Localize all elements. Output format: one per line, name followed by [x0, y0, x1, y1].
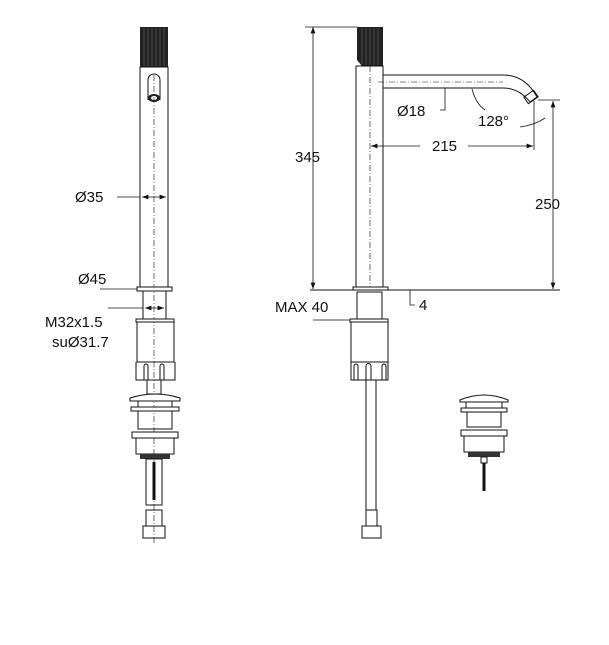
spout [383, 74, 538, 103]
dim-spout-reach: 215 [432, 138, 457, 155]
supply-hose [365, 379, 377, 511]
dim-spout-height: 250 [535, 196, 560, 213]
fixing-nut-side [350, 321, 389, 363]
threaded-shank [142, 290, 167, 321]
dim-thread: M32x1.5 [45, 314, 103, 331]
dim-max-thickness: MAX 40 [275, 299, 328, 316]
side-view [305, 26, 560, 539]
dim-flange-thickness: 4 [419, 297, 427, 314]
dim-spout-angle: 128° [478, 113, 509, 130]
base-flange [136, 286, 173, 292]
pop-up-drain [459, 394, 509, 491]
drain-cap [129, 393, 181, 402]
dim-flange-diameter: Ø45 [78, 271, 106, 288]
knurled-handle [140, 27, 168, 67]
front-view [100, 27, 181, 545]
dim-spout-diameter: Ø18 [397, 103, 425, 120]
aerator-slot [147, 73, 161, 100]
body-tube-side [355, 65, 384, 289]
fixing-nut [136, 321, 175, 363]
dim-total-height: 345 [295, 149, 320, 166]
base-flange-side [352, 286, 389, 291]
dim-body-diameter: Ø35 [75, 189, 103, 206]
dim-thread-base: suØ31.7 [52, 334, 109, 351]
